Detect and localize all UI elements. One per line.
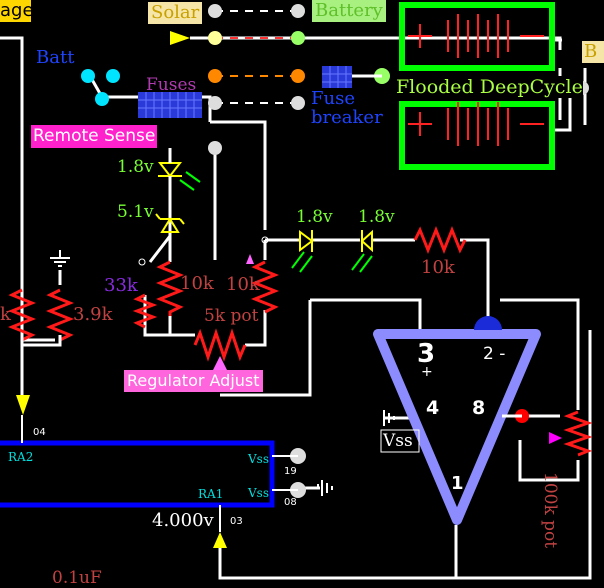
resistors [7, 225, 593, 457]
opamp-pin-plus: + [421, 364, 433, 380]
mcu-pin-19: 19 [284, 466, 297, 477]
b-tag: B [582, 41, 604, 63]
connector-dots [81, 4, 589, 498]
top-left-tag: age [0, 0, 31, 22]
mcu-voltage-readout: 4.000v [152, 510, 214, 531]
regulator-adjust-label: Regulator Adjust [124, 370, 263, 392]
resistor-10k-b-value: 10k [226, 274, 260, 295]
remote-sense-label: Remote Sense [31, 125, 158, 148]
opamp-pin-4: 4 [426, 397, 440, 419]
battery-box-1 [399, 2, 555, 71]
solar-label: Solar [148, 2, 203, 24]
led1-voltage: 1.8v [117, 157, 154, 177]
fuse-breaker-line1: Fuse [311, 88, 355, 109]
mcu-vss2-label: Vss [248, 486, 269, 500]
resistor-left-value: k [0, 304, 11, 325]
mcu-ra1-label: RA1 [198, 487, 224, 501]
opamp-pin-2: 2 - [483, 344, 506, 364]
resistor-10k-top-value: 10k [421, 257, 455, 278]
led-2 [291, 230, 314, 273]
zener-voltage: 5.1v [117, 202, 154, 222]
dashed-connectors [215, 10, 298, 104]
mcu-pin-03: 03 [230, 516, 243, 527]
solar-input-arrow [170, 31, 190, 45]
fuses-label: Fuses [146, 75, 197, 95]
resistor-5k-pot-value: 5k pot [204, 306, 259, 326]
flooded-deepcycle-label: Flooded DeepCycle [396, 76, 583, 98]
batt-label: Batt [36, 47, 75, 68]
opamp-pin-1: 1 [451, 473, 464, 494]
opamp-pin-8: 8 [472, 397, 486, 419]
fuse-breaker-line2: breaker [311, 107, 383, 128]
led3-voltage: 1.8v [358, 207, 395, 227]
opamp-triangle [373, 316, 541, 525]
mcu-ra2-label: RA2 [8, 450, 34, 464]
battery-box-2 [399, 101, 555, 170]
mcu-pin-08: 08 [284, 497, 297, 508]
battery-label: Battery [312, 0, 386, 22]
resistor-3-9k-value: 3.9k [73, 304, 113, 325]
resistor-100k-pot-value: 100k pot [540, 472, 560, 549]
led-3 [351, 229, 373, 273]
capacitor-value: 0.1uF [52, 568, 102, 588]
mcu-pin-04: 04 [33, 427, 46, 438]
led-1 [157, 148, 201, 200]
zener-diode [155, 213, 185, 233]
mcu-vss1-label: Vss [248, 452, 269, 466]
opamp-pin-3: 3 [417, 339, 436, 369]
ground-symbols [50, 250, 395, 496]
resistor-33k-value: 33k [104, 275, 138, 296]
resistor-10k-a-value: 10k [180, 273, 214, 294]
mcu-chip [0, 440, 275, 508]
vss-label: Vss [383, 431, 413, 451]
led2-voltage: 1.8v [296, 207, 333, 227]
fuse-breaker-label: Fuse breaker [311, 89, 383, 127]
